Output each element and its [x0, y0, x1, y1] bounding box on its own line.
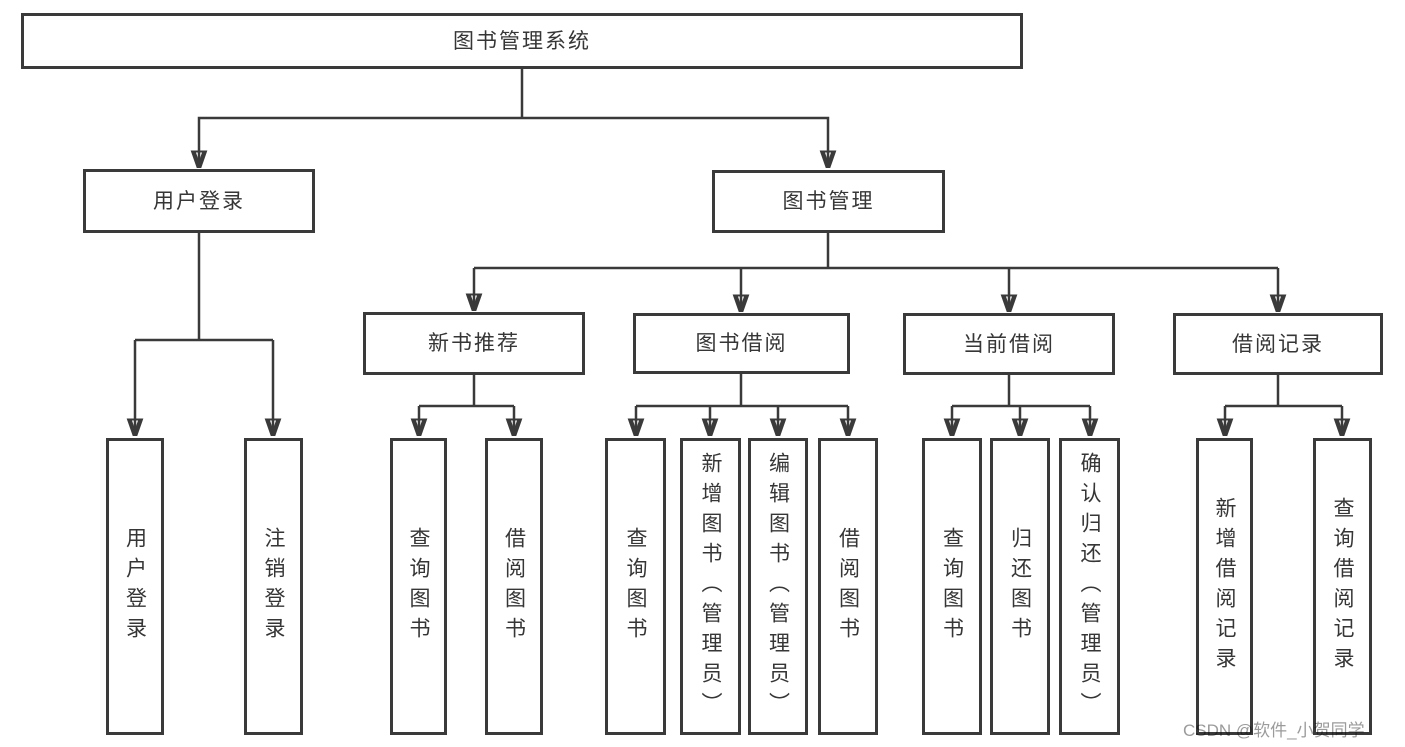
leaf-add-borrow-record: 新增借阅记录 [1196, 438, 1253, 735]
leaf-confirm-return-admin: 确认归还（管理员） [1059, 438, 1120, 735]
edge-root-to-user-login [199, 116, 522, 166]
node-borrow-records-label: 借阅记录 [1232, 332, 1324, 356]
node-book-borrow-label: 图书借阅 [695, 332, 788, 355]
node-current-borrow: 当前借阅 [903, 313, 1115, 375]
leaf-user-login: 用户登录 [106, 438, 164, 735]
leaf-edit-book-admin: 编辑图书（管理员） [748, 438, 808, 735]
watermark: CSDN @软件_小贺同学 [1183, 721, 1365, 740]
node-book-borrow: 图书借阅 [633, 313, 850, 374]
leaf-borrow-books-2-label: 借阅图书 [836, 526, 860, 647]
leaf-logout: 注销登录 [244, 438, 303, 735]
leaf-confirm-return-admin-label: 确认归还（管理员） [1078, 451, 1101, 722]
node-borrow-records: 借阅记录 [1173, 313, 1383, 375]
leaf-query-borrow-record-label: 查询借阅记录 [1331, 496, 1354, 677]
leaf-borrow-books-1: 借阅图书 [485, 438, 543, 735]
node-root-label: 图书管理系统 [453, 29, 591, 53]
leaf-logout-label: 注销登录 [262, 526, 285, 647]
leaf-query-books-2: 查询图书 [605, 438, 666, 735]
node-book-management: 图书管理 [712, 170, 945, 233]
edge-root-to-book-management [522, 116, 828, 166]
leaf-add-book-admin: 新增图书（管理员） [680, 438, 741, 735]
leaf-edit-book-admin-label: 编辑图书（管理员） [766, 451, 790, 722]
leaf-user-login-label: 用户登录 [123, 526, 147, 647]
node-user-login-label: 用户登录 [153, 189, 245, 213]
leaf-add-book-admin-label: 新增图书（管理员） [699, 451, 722, 722]
leaf-query-books-3-label: 查询图书 [940, 526, 964, 647]
leaf-add-borrow-record-label: 新增借阅记录 [1213, 496, 1236, 677]
leaf-query-books-3: 查询图书 [922, 438, 982, 735]
node-root: 图书管理系统 [21, 13, 1023, 69]
leaf-query-books-2-label: 查询图书 [624, 526, 647, 647]
node-book-management-label: 图书管理 [782, 190, 875, 213]
node-current-borrow-label: 当前借阅 [963, 332, 1055, 356]
leaf-query-books-1: 查询图书 [390, 438, 447, 735]
leaf-query-borrow-record: 查询借阅记录 [1313, 438, 1372, 735]
leaf-return-book-label: 归还图书 [1008, 526, 1032, 647]
leaf-query-books-1-label: 查询图书 [407, 526, 430, 647]
node-user-login: 用户登录 [83, 169, 315, 233]
leaf-borrow-books-2: 借阅图书 [818, 438, 878, 735]
node-new-book-recommend-label: 新书推荐 [428, 332, 520, 355]
leaf-return-book: 归还图书 [990, 438, 1050, 735]
node-new-book-recommend: 新书推荐 [363, 312, 585, 375]
leaf-borrow-books-1-label: 借阅图书 [502, 526, 526, 647]
